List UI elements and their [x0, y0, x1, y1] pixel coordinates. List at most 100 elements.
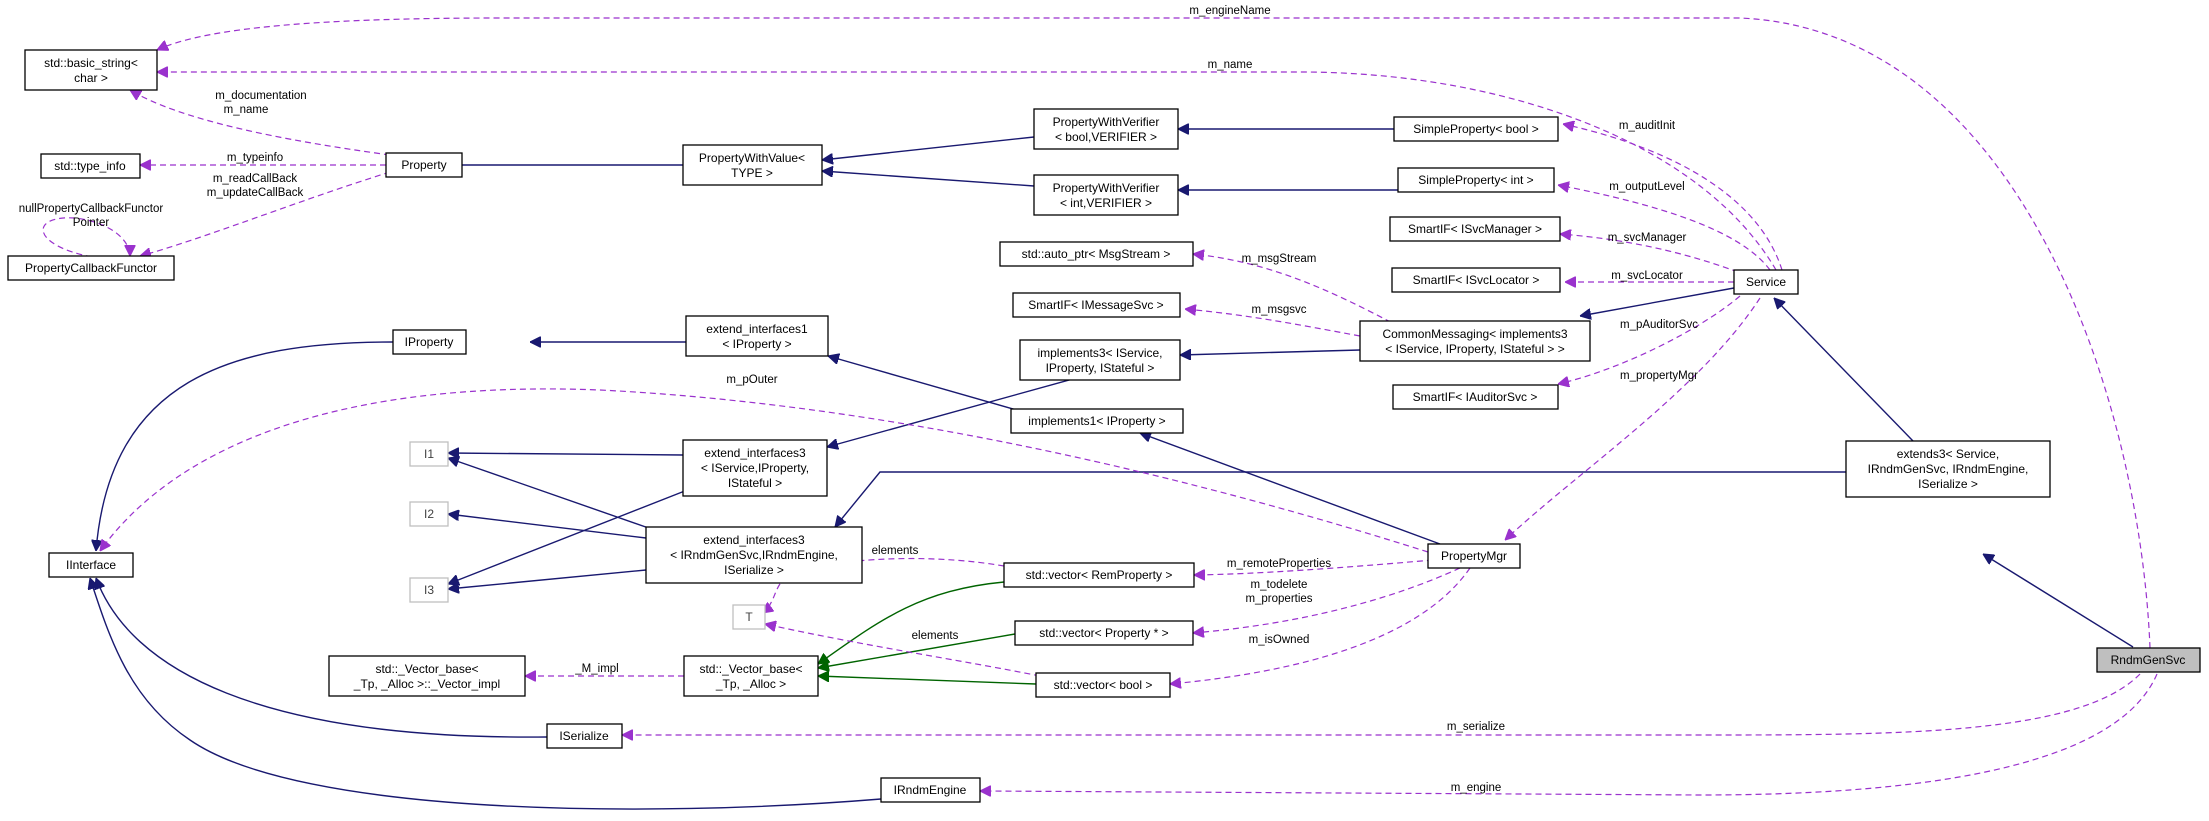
svg-text:I2: I2 — [424, 507, 434, 521]
node-propertymgr[interactable]: PropertyMgr — [1427, 543, 1521, 569]
node-i2[interactable]: I2 — [409, 501, 449, 527]
svg-text:IInterface: IInterface — [66, 558, 116, 572]
label-updateCallBack: m_updateCallBack — [207, 187, 304, 199]
label-isOwned: m_isOwned — [1249, 634, 1310, 646]
svg-text:< IService, IProperty, IStatef: < IService, IProperty, IStateful > > — [1385, 342, 1565, 356]
node-t[interactable]: T — [732, 604, 766, 630]
svg-text:char >: char > — [74, 71, 108, 85]
edge-usage-name — [157, 72, 1777, 271]
edge-usage-propertyMgr — [1505, 297, 1761, 540]
edge-vector-bool-to-vectorbase — [818, 676, 1037, 685]
node-vector-base-impl[interactable]: std::_Vector_base< _Tp, _Alloc >::_Vecto… — [328, 655, 526, 697]
nodes: std::basic_string< char > std::type_info… — [7, 49, 2201, 803]
edge-service-to-commonmessaging — [1580, 287, 1735, 316]
svg-text:_Tp, _Alloc >: _Tp, _Alloc > — [715, 677, 786, 691]
svg-text:SimpleProperty< bool >: SimpleProperty< bool > — [1413, 122, 1538, 136]
svg-text:std::auto_ptr< MsgStream >: std::auto_ptr< MsgStream > — [1022, 247, 1171, 261]
node-smartif-imessagesvc[interactable]: SmartIF< IMessageSvc > — [1012, 292, 1181, 318]
node-irndmengine[interactable]: IRndmEngine — [880, 777, 981, 803]
edge-usage-svcManager — [1560, 234, 1739, 273]
node-commonmessaging[interactable]: CommonMessaging< implements3 < IService,… — [1359, 320, 1591, 362]
node-simpleproperty-int[interactable]: SimpleProperty< int > — [1397, 167, 1555, 193]
edge-propertymgr-to-implements1 — [1140, 433, 1441, 545]
svg-text:IProperty, IStateful >: IProperty, IStateful > — [1046, 361, 1155, 375]
edge-iserialize-to-iinterface — [96, 578, 548, 738]
node-iinterface[interactable]: IInterface — [48, 552, 134, 578]
edge-usage-outputLevel — [1558, 185, 1771, 271]
edge-extend3a-to-i1 — [448, 453, 684, 455]
svg-text:SimpleProperty< int >: SimpleProperty< int > — [1418, 173, 1533, 187]
node-pwv-bool[interactable]: PropertyWithVerifier < bool,VERIFIER > — [1033, 108, 1179, 150]
edge-extend3b-to-i3 — [448, 569, 647, 589]
node-extend-interfaces3-irndmgensvc[interactable]: extend_interfaces3 < IRndmGenSvc,IRndmEn… — [645, 526, 863, 584]
svg-text:IRndmEngine: IRndmEngine — [894, 783, 967, 797]
node-smartif-isvclocator[interactable]: SmartIF< ISvcLocator > — [1391, 267, 1561, 293]
edge-usage-elements2 — [765, 624, 1041, 677]
svg-text:SmartIF< IAuditorSvc >: SmartIF< IAuditorSvc > — [1413, 390, 1538, 404]
svg-text:extend_interfaces3: extend_interfaces3 — [703, 533, 805, 547]
label-readCallBack: m_readCallBack — [213, 173, 298, 185]
svg-text:IRndmGenSvc, IRndmEngine,: IRndmGenSvc, IRndmEngine, — [1868, 462, 2029, 476]
svg-text:TYPE >: TYPE > — [731, 166, 773, 180]
label-pOuter: m_pOuter — [726, 374, 777, 386]
edge-extend3b-to-i1 — [448, 458, 661, 533]
node-smartif-isvcmanager[interactable]: SmartIF< ISvcManager > — [1389, 216, 1561, 242]
svg-text:extends3< Service,: extends3< Service, — [1897, 447, 1999, 461]
node-implements1[interactable]: implements1< IProperty > — [1010, 408, 1184, 434]
node-type-info[interactable]: std::type_info — [40, 153, 141, 179]
node-extends3[interactable]: extends3< Service, IRndmGenSvc, IRndmEng… — [1845, 440, 2051, 498]
svg-text:RndmGenSvc: RndmGenSvc — [2111, 653, 2186, 667]
node-vector-base[interactable]: std::_Vector_base< _Tp, _Alloc > — [683, 655, 819, 697]
svg-text:std::basic_string<: std::basic_string< — [44, 56, 138, 70]
node-i1[interactable]: I1 — [409, 441, 449, 467]
svg-text:< bool,VERIFIER >: < bool,VERIFIER > — [1055, 130, 1157, 144]
svg-text:< IService,IProperty,: < IService,IProperty, — [701, 461, 809, 475]
edge-usage-engineName — [157, 17, 2151, 649]
label-svcLocator: m_svcLocator — [1611, 270, 1683, 282]
svg-text:I1: I1 — [424, 447, 434, 461]
node-basic-string[interactable]: std::basic_string< char > — [24, 49, 158, 91]
node-i3[interactable]: I3 — [409, 577, 449, 603]
label-remoteProperties: m_remoteProperties — [1227, 558, 1331, 570]
node-vector-property[interactable]: std::vector< Property * > — [1014, 620, 1194, 646]
node-rndmgensvc[interactable]: RndmGenSvc — [2096, 647, 2201, 673]
node-property-callback-functor[interactable]: PropertyCallbackFunctor — [7, 255, 175, 281]
node-implements3[interactable]: implements3< IService, IProperty, IState… — [1019, 339, 1181, 381]
node-extend-interfaces1[interactable]: extend_interfaces1 < IProperty > — [685, 315, 829, 357]
edge-usage-properties — [1193, 567, 1461, 633]
edge-usage-serialize — [622, 673, 2141, 735]
edge-extends3-to-service — [1774, 298, 1914, 442]
node-iserialize[interactable]: ISerialize — [546, 723, 623, 749]
svg-text:PropertyWithVerifier: PropertyWithVerifier — [1053, 181, 1160, 195]
node-iproperty[interactable]: IProperty — [392, 329, 467, 355]
label-nullcb-line1: nullPropertyCallbackFunctor — [19, 203, 164, 215]
svg-text:std::vector< bool >: std::vector< bool > — [1054, 678, 1153, 692]
node-service[interactable]: Service — [1733, 269, 1799, 295]
node-pwv-int[interactable]: PropertyWithVerifier < int,VERIFIER > — [1033, 174, 1179, 216]
node-vector-bool[interactable]: std::vector< bool > — [1035, 672, 1171, 698]
node-vector-remproperty[interactable]: std::vector< RemProperty > — [1003, 562, 1195, 588]
node-property-with-value[interactable]: PropertyWithValue< TYPE > — [682, 144, 823, 186]
label-propertyMgr: m_propertyMgr — [1620, 370, 1698, 382]
svg-text:ISerialize >: ISerialize > — [724, 563, 784, 577]
edge-usage-isOwned — [1170, 567, 1471, 684]
edge-vector-remproperty-to-vectorbase — [818, 581, 1005, 664]
node-simpleproperty-bool[interactable]: SimpleProperty< bool > — [1393, 116, 1559, 142]
node-auto-ptr-msgstream[interactable]: std::auto_ptr< MsgStream > — [999, 241, 1194, 267]
node-smartif-iauditorsvc[interactable]: SmartIF< IAuditorSvc > — [1392, 384, 1559, 410]
svg-text:PropertyWithValue<: PropertyWithValue< — [699, 151, 805, 165]
label-msgsvc: m_msgsvc — [1252, 304, 1307, 316]
edge-usage-engine — [980, 673, 2158, 795]
svg-text:T: T — [745, 610, 753, 624]
svg-text:IStateful >: IStateful > — [728, 476, 782, 490]
svg-text:< int,VERIFIER >: < int,VERIFIER > — [1060, 196, 1152, 210]
edge-extend3a-to-i3 — [448, 484, 701, 584]
svg-text:_Tp, _Alloc >::_Vector_impl: _Tp, _Alloc >::_Vector_impl — [353, 677, 500, 691]
label-documentation: m_documentation — [215, 90, 306, 102]
node-property[interactable]: Property — [385, 152, 463, 178]
edge-implements3-to-extend3a — [827, 376, 1081, 447]
svg-text:extend_interfaces3: extend_interfaces3 — [704, 446, 806, 460]
node-extend-interfaces3-iservice[interactable]: extend_interfaces3 < IService,IProperty,… — [682, 439, 828, 497]
svg-text:SmartIF< ISvcLocator >: SmartIF< ISvcLocator > — [1413, 273, 1540, 287]
label-doc-name: m_name — [224, 104, 269, 116]
